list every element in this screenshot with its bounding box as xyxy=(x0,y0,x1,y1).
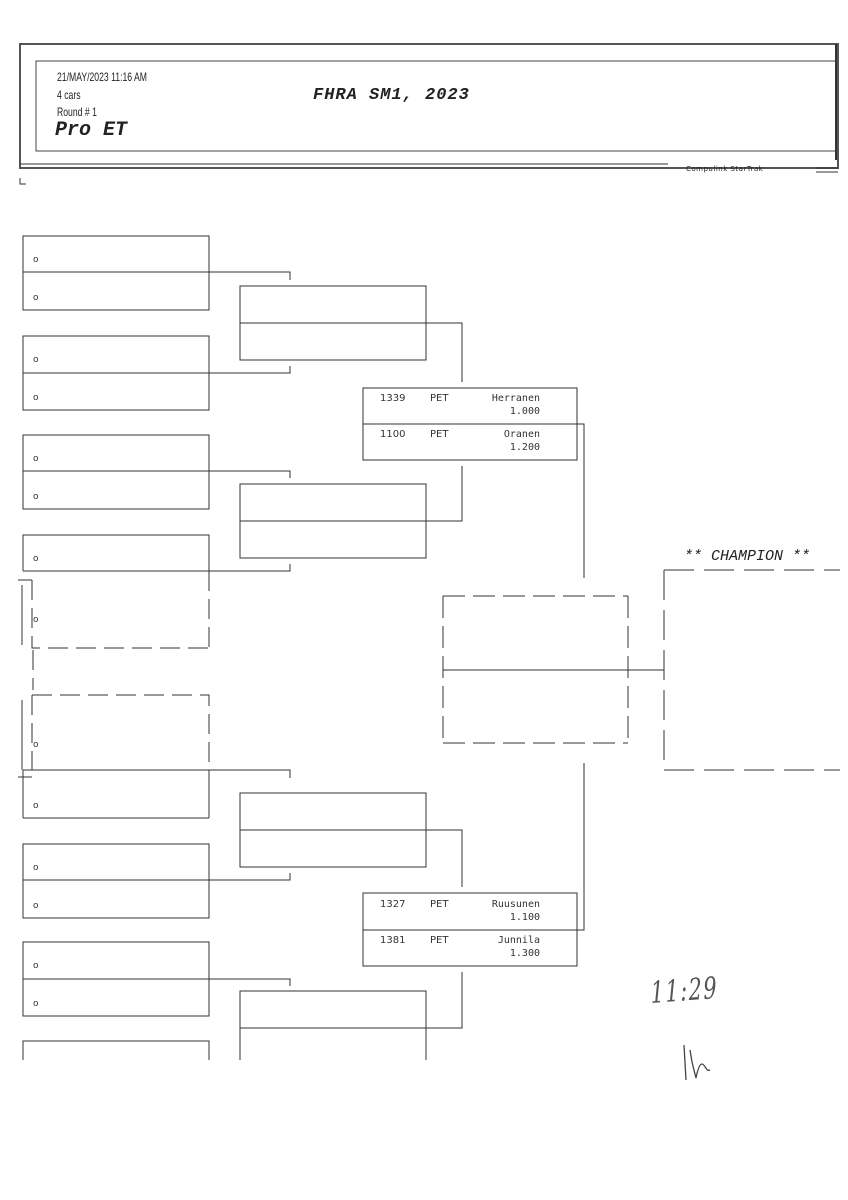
round1-boxes xyxy=(22,235,210,1060)
champion-label: ** CHAMPION ** xyxy=(684,548,811,565)
empty-slot-marker: o xyxy=(33,999,39,1009)
lower-car2-name: Junnila xyxy=(497,935,540,946)
upper-car2-name: Oranen xyxy=(503,429,540,440)
handwritten-note: 11:29 xyxy=(650,970,719,1011)
software-credit: Compulink StarTrak xyxy=(686,165,764,173)
lower-car2-class: PET xyxy=(430,935,449,946)
champion-box xyxy=(663,569,840,771)
upper-car2-class: PET xyxy=(430,429,449,440)
header-inner-frame xyxy=(35,60,837,152)
upper-car1-class: PET xyxy=(430,393,449,404)
lower-car1-dial: 1.100 xyxy=(509,912,540,923)
upper-car1-dial: 1.000 xyxy=(509,406,540,417)
car-count: 4 cars xyxy=(57,88,81,102)
round-number: Round # 1 xyxy=(57,105,97,119)
empty-slot-marker: o xyxy=(33,901,39,911)
empty-slot-marker: o xyxy=(33,492,39,502)
upper-car2-dial: 1.200 xyxy=(509,442,540,453)
final-box xyxy=(442,595,629,744)
round2-connectors xyxy=(426,322,463,1029)
lower-car1-class: PET xyxy=(430,899,449,910)
lower-car1-number: 1327 xyxy=(380,899,406,910)
handwritten-signature xyxy=(683,1044,711,1081)
lower-car2-dial: 1.300 xyxy=(509,948,540,959)
empty-slot-marker: o xyxy=(33,961,39,971)
empty-slot-marker: o xyxy=(33,554,39,564)
empty-slot-marker: o xyxy=(33,863,39,873)
header-outer-frame xyxy=(19,43,839,169)
event-title: FHRA SM1, 2023 xyxy=(313,86,470,105)
empty-slot-marker: o xyxy=(33,615,39,625)
dashed-empty-boxes xyxy=(31,571,210,770)
empty-slot-marker: o xyxy=(33,740,39,750)
round1-connectors xyxy=(209,271,291,986)
empty-slot-marker: o xyxy=(33,355,39,365)
empty-slot-marker: o xyxy=(33,454,39,464)
empty-slot-marker: o xyxy=(33,801,39,811)
round3-connectors xyxy=(577,423,585,931)
round3-boxes xyxy=(362,387,578,967)
class-name: Pro ET xyxy=(55,119,128,142)
upper-car2-number: 1100 xyxy=(380,429,406,440)
upper-car1-number: 1339 xyxy=(380,393,406,404)
empty-slot-marker: o xyxy=(33,255,39,265)
upper-car1-name: Herranen xyxy=(491,393,540,404)
empty-slot-marker: o xyxy=(33,293,39,303)
print-datetime: 21/MAY/2023 11:16 AM xyxy=(57,70,147,84)
lower-car2-number: 1381 xyxy=(380,935,406,946)
lower-car1-name: Ruusunen xyxy=(491,899,540,910)
empty-slot-marker: o xyxy=(33,393,39,403)
